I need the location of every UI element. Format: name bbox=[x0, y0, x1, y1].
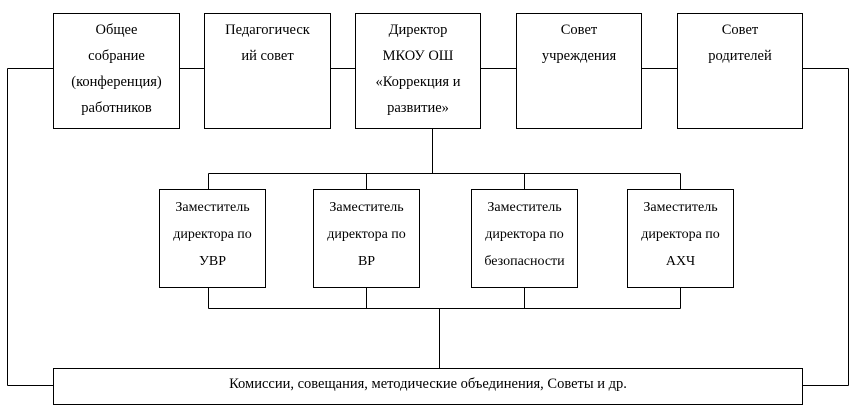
box-general-meeting: Общее собрание (конференция) работников bbox=[53, 13, 180, 129]
box-institution-council: Совет учреждения bbox=[516, 13, 642, 129]
deputy-security-label: Заместитель директора по безопасности bbox=[484, 200, 565, 269]
box-pedagogical-council: Педагогическ ий совет bbox=[204, 13, 331, 129]
institution-council-label: Совет учреждения bbox=[541, 22, 617, 64]
general-meeting-label: Общее собрание (конференция) работников bbox=[71, 22, 162, 116]
box-deputy-uvr: Заместитель директора по УВР bbox=[159, 189, 266, 288]
pedagogical-council-label: Педагогическ ий совет bbox=[225, 22, 310, 64]
parents-council-label: Совет родителей bbox=[708, 22, 772, 64]
director-label: Директор МКОУ ОШ «Коррекция и развитие» bbox=[375, 22, 461, 116]
box-parents-council: Совет родителей bbox=[677, 13, 803, 129]
deputy-ahch-label: Заместитель директора по АХЧ bbox=[641, 200, 720, 269]
deputy-uvr-label: Заместитель директора по УВР bbox=[173, 200, 252, 269]
commissions-label: Комиссии, совещания, методические объеди… bbox=[229, 376, 627, 392]
box-deputy-ahch: Заместитель директора по АХЧ bbox=[627, 189, 734, 288]
deputy-vr-label: Заместитель директора по ВР bbox=[327, 200, 406, 269]
box-commissions: Комиссии, совещания, методические объеди… bbox=[53, 368, 803, 405]
box-deputy-vr: Заместитель директора по ВР bbox=[313, 189, 420, 288]
box-deputy-security: Заместитель директора по безопасности bbox=[471, 189, 578, 288]
box-director: Директор МКОУ ОШ «Коррекция и развитие» bbox=[355, 13, 481, 129]
